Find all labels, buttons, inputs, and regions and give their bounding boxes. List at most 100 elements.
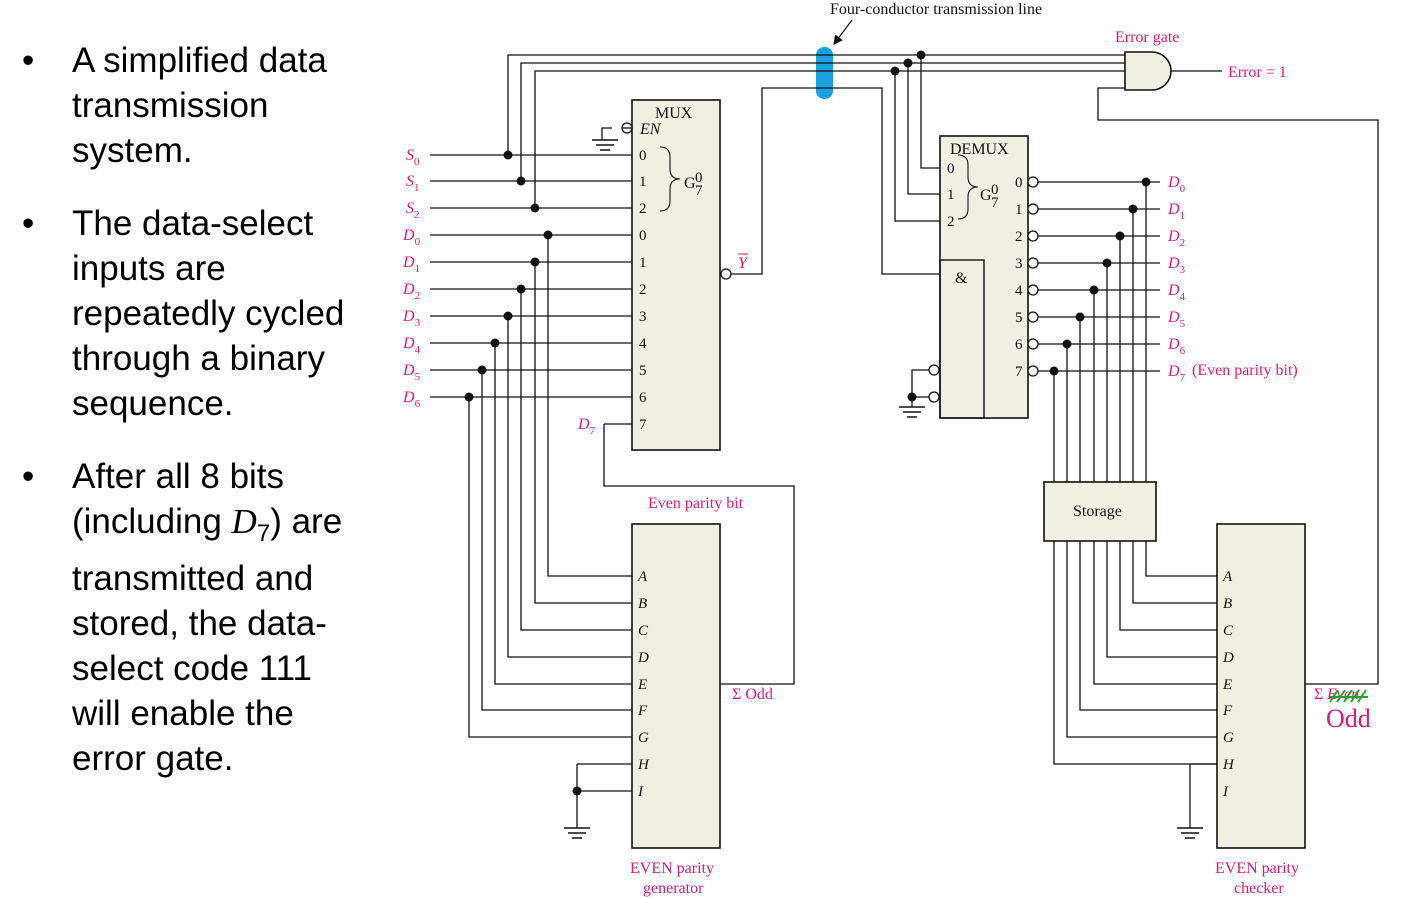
- d7-label: D7: [577, 416, 596, 437]
- gen-input-pin: E: [637, 677, 647, 693]
- bullet-text: A simplified data transmission system.: [72, 41, 327, 170]
- demux-output-pin: 0: [1015, 175, 1023, 191]
- junction-dot: [1102, 258, 1112, 268]
- bullet-item: • After all 8 bits (including D7) are tra…: [20, 454, 370, 781]
- checker-input-pin: H: [1222, 757, 1235, 773]
- junction-dots: [464, 50, 1151, 796]
- gen-input-line: [468, 397, 632, 738]
- junction-dot: [907, 392, 917, 402]
- storage-label: Storage: [1073, 503, 1122, 520]
- wire: [601, 127, 612, 140]
- demux-output-pin: 7: [1015, 364, 1023, 380]
- mux-data-pin: 7: [639, 417, 647, 433]
- checker-input-pin: D: [1222, 650, 1234, 666]
- math-subscript: 7: [256, 520, 271, 547]
- demux-output-pin: 3: [1015, 256, 1023, 272]
- demux-output-pin: 1: [1015, 202, 1023, 218]
- bullet-dot: •: [22, 457, 35, 496]
- error-feedback-line: [1097, 87, 1379, 685]
- demux-and-section: [939, 259, 985, 419]
- parity-checker-block: [1216, 523, 1306, 849]
- junction-dot: [543, 230, 553, 240]
- junction-dot: [503, 311, 513, 321]
- demux-output-bubble: [1027, 230, 1039, 242]
- junction-dot: [1115, 231, 1125, 241]
- gen-input-line: [507, 316, 632, 658]
- error-and-gate: [1124, 51, 1172, 91]
- demux-output-label: D7: [1167, 363, 1186, 384]
- gen-input-pin: H: [637, 757, 650, 773]
- demux-output-bubble: [1027, 176, 1039, 188]
- checker-output-correction: Odd: [1326, 704, 1371, 733]
- junction-dot: [1049, 366, 1059, 376]
- checker-input-line: [1053, 541, 1217, 765]
- junction-dot: [503, 150, 513, 160]
- demux-output-bubble: [1027, 311, 1039, 323]
- demux-output-bubble: [1027, 257, 1039, 269]
- svg-text:G: G: [684, 175, 696, 192]
- junction-dot: [1075, 312, 1085, 322]
- error-gate-label: Error gate: [1115, 29, 1179, 46]
- checker-input-pin: I: [1222, 784, 1229, 800]
- data-input-label: D5: [402, 362, 421, 383]
- mux-data-pin: 6: [639, 390, 647, 406]
- demux-output-label: D1: [1167, 201, 1185, 222]
- gen-input-line: [534, 262, 632, 604]
- mux-g-sup: 0: [695, 170, 703, 186]
- bullet-text: After all 8 bits (including: [72, 457, 285, 541]
- checker-input-line: [1079, 541, 1217, 711]
- demux-output-bubble: [1027, 203, 1039, 215]
- checker-input-line: [1066, 541, 1217, 738]
- junction-dot: [1089, 285, 1099, 295]
- mux-block: [631, 99, 721, 451]
- junction-dot: [530, 257, 540, 267]
- bullet-list: • A simplified data transmission system. •…: [20, 38, 370, 809]
- checker-input-line: [1106, 541, 1217, 658]
- gen-input-line: [520, 289, 632, 631]
- junction-dot: [890, 66, 900, 76]
- select-input-label: S2: [406, 200, 420, 221]
- bullet-text: ) are transmitted and stored, the data-s…: [72, 502, 343, 778]
- checker-input-line: [1093, 541, 1217, 685]
- checker-input-pin: A: [1222, 569, 1233, 585]
- demux-output-pin: 6: [1015, 337, 1023, 353]
- demux-output-bubble: [1027, 365, 1039, 377]
- bullet-dot: •: [22, 41, 35, 80]
- junction-dot: [530, 203, 540, 213]
- gen-output-label: Σ Odd: [732, 686, 773, 703]
- checker-caption-2: checker: [1234, 880, 1284, 897]
- bullet-text: The data-select inputs are repeatedly cy…: [72, 204, 345, 423]
- checker-input-pin: F: [1222, 703, 1233, 719]
- gen-input-pin: G: [638, 730, 649, 746]
- gen-input-line: [494, 343, 632, 685]
- checker-input-pin: C: [1223, 623, 1234, 639]
- demux-and: &: [955, 270, 968, 287]
- checker-input-line: [1145, 541, 1217, 577]
- mux-output-label: Y: [738, 255, 749, 272]
- gen-input-pin: D: [637, 650, 649, 666]
- checker-caption-1: EVEN parity: [1215, 860, 1299, 877]
- demux-output-label: D2: [1167, 228, 1185, 249]
- data-input-label: D6: [402, 389, 421, 410]
- checker-input-line: [1132, 541, 1217, 604]
- mux-data-pin: 0: [639, 228, 647, 244]
- mux-g-label: G: [684, 175, 696, 192]
- demux-select-pin: 2: [947, 214, 955, 230]
- junction-dot: [490, 338, 500, 348]
- math-symbol: D: [231, 502, 257, 541]
- mux-g-sub: 7: [695, 183, 703, 199]
- checker-output-sigma: Σ: [1314, 686, 1323, 703]
- gen-caption-2: generator: [643, 880, 704, 897]
- junction-dot: [477, 365, 487, 375]
- gen-input-line: [547, 235, 632, 577]
- gen-input-pin: A: [637, 569, 648, 585]
- bullet-dot: •: [22, 204, 35, 243]
- select-input-label: S1: [406, 173, 420, 194]
- demux-output-pin: 5: [1015, 310, 1023, 326]
- select-input-label: S0: [406, 147, 420, 168]
- mux-data-pin: 4: [639, 336, 647, 352]
- transmission-line-marker: [816, 47, 833, 99]
